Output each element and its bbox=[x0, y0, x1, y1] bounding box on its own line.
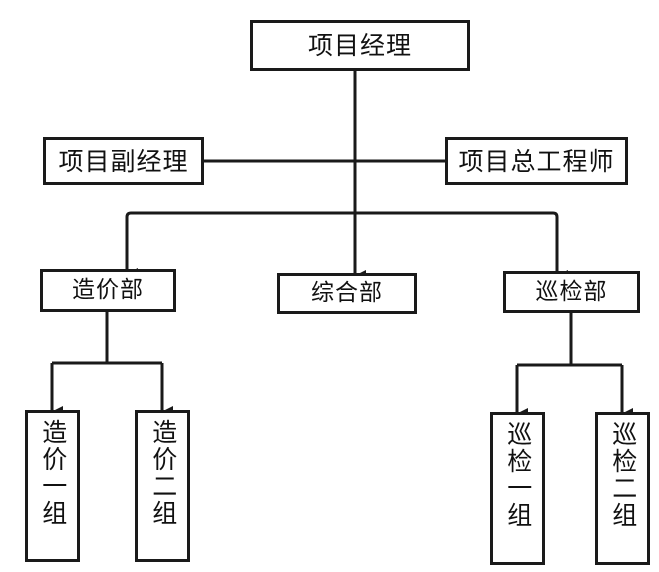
node-inspection-department-label: 巡检部 bbox=[535, 278, 608, 305]
node-general-department[interactable]: 综合部 bbox=[277, 273, 417, 314]
node-general-department-label: 综合部 bbox=[311, 280, 383, 306]
node-cost-department-label: 造价部 bbox=[72, 277, 144, 303]
node-cost-group-one-label: 造价一组 bbox=[38, 419, 68, 527]
node-inspection-group-one[interactable]: 巡检一组 bbox=[490, 412, 545, 565]
node-deputy-project-manager[interactable]: 项目副经理 bbox=[43, 137, 204, 185]
node-cost-group-one[interactable]: 造价一组 bbox=[25, 410, 80, 562]
node-deputy-project-manager-label: 项目副经理 bbox=[58, 146, 189, 176]
node-inspection-group-two[interactable]: 巡检二组 bbox=[595, 412, 650, 565]
node-project-manager[interactable]: 项目经理 bbox=[250, 20, 470, 71]
node-inspection-department[interactable]: 巡检部 bbox=[503, 271, 640, 313]
node-cost-group-two[interactable]: 造价二组 bbox=[135, 410, 190, 562]
edge-level3-bar bbox=[125, 211, 559, 276]
node-project-manager-label: 项目经理 bbox=[307, 31, 412, 60]
node-chief-engineer-label: 项目总工程师 bbox=[458, 146, 615, 176]
node-inspection-group-two-label: 巡检二组 bbox=[608, 421, 638, 529]
node-cost-department[interactable]: 造价部 bbox=[40, 269, 176, 312]
node-cost-group-two-label: 造价二组 bbox=[148, 419, 178, 527]
node-inspection-group-one-label: 巡检一组 bbox=[503, 421, 533, 529]
node-chief-engineer[interactable]: 项目总工程师 bbox=[445, 137, 628, 185]
